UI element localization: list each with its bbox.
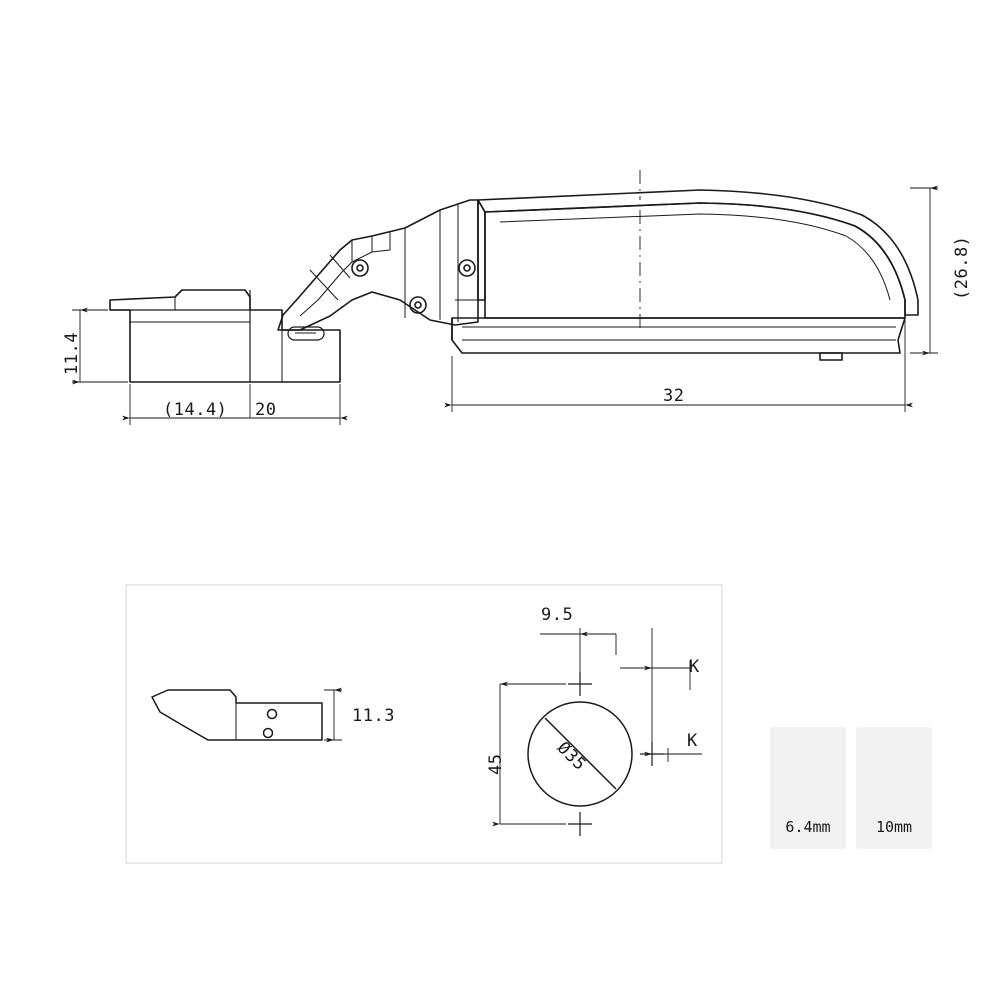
dimension-lines-top: [71, 170, 939, 425]
mounting-plate-outline: [109, 289, 341, 383]
dimension-label-k-bottom: K: [687, 731, 698, 751]
dimension-label-screw-spacing: 45: [486, 753, 506, 775]
dimension-label-plate-total: 20: [255, 400, 277, 420]
detail-panel-frame: [125, 584, 723, 864]
hinge-arm-linkage: [277, 199, 479, 331]
dimension-label-cup-length: 32: [663, 386, 685, 406]
dimension-lines-boring: [491, 628, 702, 827]
dimension-label-edge-distance: 9.5: [541, 605, 574, 625]
hinge-body-outline: [451, 189, 919, 361]
hardware-caption-dowel: 10mm: [875, 818, 913, 836]
dimension-label-k-top: K: [689, 657, 700, 677]
hardware-box-dowel: [856, 727, 932, 849]
plate-profile-outline: [151, 689, 323, 741]
hardware-caption-screw: 6.4mm: [785, 818, 831, 836]
dimension-lines-plate: [324, 687, 343, 743]
hardware-box-screw: [770, 727, 846, 849]
dimension-label-plate-height: 11.3: [352, 706, 395, 726]
dimension-label-height-left: 11.4: [62, 332, 82, 375]
dimension-label-cup-height: (26.8): [952, 235, 972, 300]
dimension-label-plate-inner: (14.4): [163, 400, 228, 420]
